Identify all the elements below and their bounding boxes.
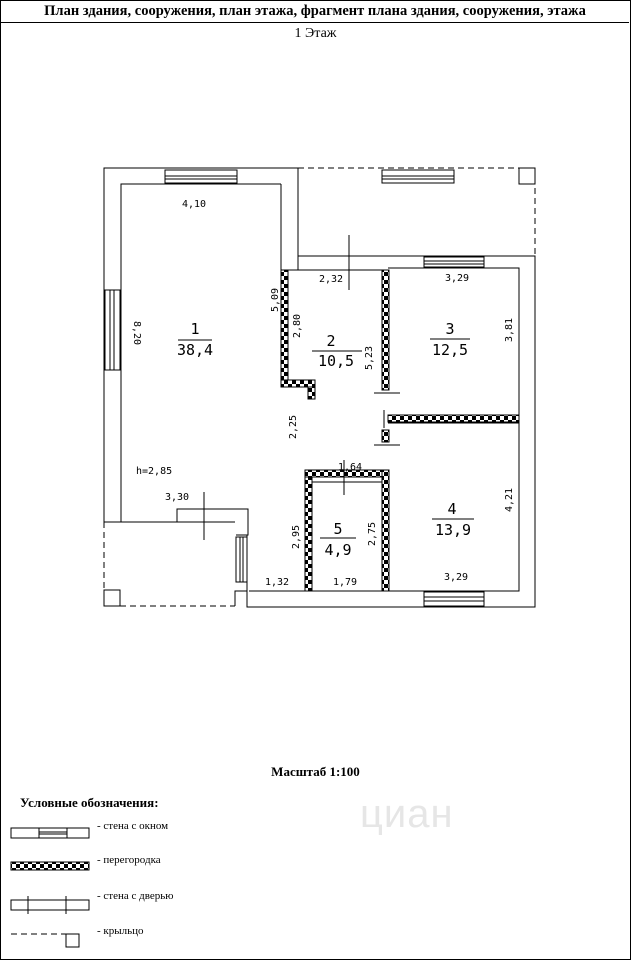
scale-label: Масштаб 1:100 [271, 764, 360, 779]
windows [104, 169, 485, 607]
dim-r3-top: 3,29 [445, 273, 469, 284]
dim-r5-left: 2,95 [291, 525, 302, 549]
dim-lobby: 1,32 [265, 577, 289, 588]
dim-height: h=2,85 [136, 466, 172, 477]
room-1-label: 1 38,4 [177, 320, 213, 359]
room-number: 2 [326, 332, 335, 350]
legend-partition-symbol [10, 861, 90, 871]
legend-symbols [10, 827, 90, 948]
dim-r2-top: 2,32 [319, 274, 343, 285]
room-number: 3 [445, 320, 454, 338]
dim-r2-side-b: 2,80 [292, 314, 303, 338]
room-area: 12,5 [432, 341, 468, 359]
legend-partition-label: - перегородка [97, 854, 161, 866]
dim-r5-bottom: 1,79 [333, 577, 357, 588]
room-5-label: 5 4,9 [320, 520, 356, 559]
dim-r4-side: 4,21 [504, 488, 515, 512]
dim-r2-right: 5,23 [364, 346, 375, 370]
legend-window-wall-label: - стена с окном [97, 820, 169, 832]
room-number: 4 [447, 500, 456, 518]
room-area: 13,9 [435, 521, 471, 539]
doors [203, 235, 400, 540]
legend-porch-symbol [11, 933, 80, 948]
page-title: План здания, сооружения, план этажа, фра… [1, 0, 629, 23]
building-walls [103, 167, 536, 608]
legend-window-wall-symbol [10, 827, 90, 839]
room-area: 4,9 [324, 541, 351, 559]
dim-r5-top: 1,64 [338, 462, 362, 473]
room-area: 38,4 [177, 341, 213, 359]
dim-r1-bottom: 3,30 [165, 492, 189, 503]
room-2-label: 2 10,5 [312, 332, 362, 370]
partitions [280, 269, 520, 592]
room-3-label: 3 12,5 [430, 320, 470, 359]
room-number: 5 [333, 520, 342, 538]
watermark: циан [360, 792, 454, 836]
dim-r5-right: 2,75 [367, 522, 378, 546]
room-area: 10,5 [318, 352, 354, 370]
floor-label: 1 Этаж [294, 26, 337, 41]
legend-door-wall-symbol [10, 896, 90, 914]
dim-r2-side-a: 5,09 [270, 288, 281, 312]
dim-r3-side: 3,81 [504, 318, 515, 342]
room-number: 1 [190, 320, 199, 338]
legend-porch-label: - крыльцо [97, 925, 144, 937]
legend-title: Условные обозначения: [20, 795, 159, 810]
legend-door-wall-label: - стена с дверью [97, 890, 174, 902]
dim-r1-top: 4,10 [182, 199, 206, 210]
dim-corridor: 2,25 [288, 415, 299, 439]
dim-r1-side: 8,20 [131, 321, 142, 345]
dim-r4-bottom: 3,29 [444, 572, 468, 583]
room-4-label: 4 13,9 [432, 500, 474, 539]
